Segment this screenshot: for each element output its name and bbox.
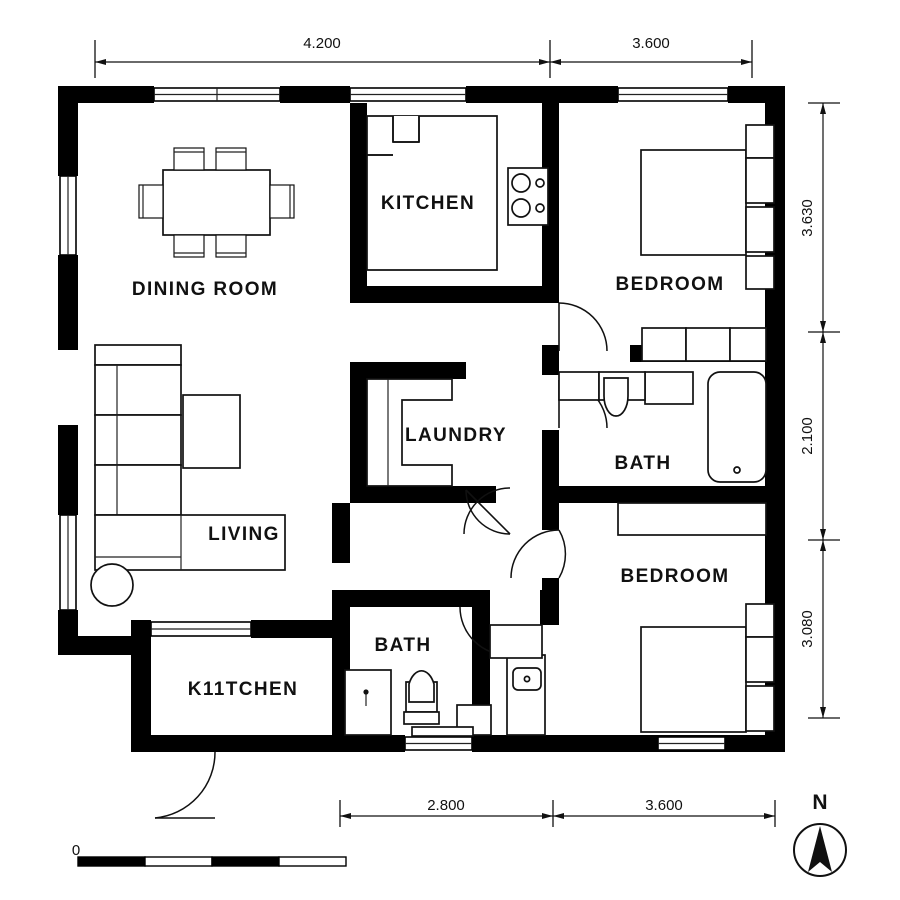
bath-upper-fixtures — [558, 371, 767, 483]
right-dim-3-text: 3.080 — [799, 610, 816, 648]
north-arrow: N — [793, 791, 847, 877]
right-dim-2-text: 2.100 — [799, 417, 816, 455]
bottom-dim-1-text: 2.800 — [427, 797, 465, 814]
door-bedroom-upper — [558, 302, 608, 352]
living-furniture — [90, 344, 286, 607]
bedroom-lower-furniture — [617, 502, 775, 733]
top-dimension-chain: 4.200 3.600 — [94, 35, 753, 78]
window-left-upper — [59, 175, 77, 256]
corridor-vanity — [489, 624, 546, 736]
room-label-bath-lower: BATH — [375, 635, 432, 656]
room-label-bedroom-lower: BEDROOM — [620, 566, 729, 587]
room-labels: DINING ROOM KITCHEN BEDROOM LAUNDRY BATH… — [132, 193, 729, 700]
bottom-dim-2-text: 3.600 — [645, 797, 683, 814]
room-label-laundry: LAUNDRY — [405, 425, 507, 446]
scale-bar-origin-label: 0 — [72, 842, 80, 859]
room-label-kitchen-lower: K11TCHEN — [188, 679, 298, 700]
right-dim-1-text: 3.630 — [799, 199, 816, 237]
bottom-dimension-chain: 2.800 3.600 — [339, 797, 776, 827]
north-arrow-label: N — [812, 791, 827, 814]
window-top-bedroom — [617, 87, 729, 102]
door-hall-upper — [463, 487, 511, 535]
dining-table-set — [138, 147, 295, 258]
bedroom-upper-furniture — [640, 124, 775, 362]
window-top-dining — [153, 87, 281, 102]
kitchen-upper-fixtures — [366, 115, 549, 271]
door-laundry — [465, 489, 511, 535]
right-dimension-chain: 3.630 2.100 3.080 — [799, 102, 840, 719]
window-left-lower — [59, 514, 77, 611]
window-top-kitchen — [349, 87, 467, 102]
room-label-kitchen-upper: KITCHEN — [381, 193, 475, 214]
bath-lower-fixtures — [344, 669, 492, 737]
window-bottom-bedroom — [657, 736, 726, 751]
top-dim-2-text: 3.600 — [632, 35, 670, 52]
door-bedroom-lower — [510, 529, 567, 579]
room-label-dining-room: DINING ROOM — [132, 279, 278, 300]
window-bottom-bath — [404, 736, 473, 751]
window-living-bottom — [150, 621, 252, 637]
top-dim-1-text: 4.200 — [303, 35, 341, 52]
door-main-entry — [154, 751, 216, 819]
laundry-fixtures — [366, 378, 453, 487]
scale-bar: 0 — [72, 842, 347, 867]
room-label-living: LIVING — [208, 524, 280, 545]
room-label-bath-upper: BATH — [615, 453, 672, 474]
room-label-bedroom-upper: BEDROOM — [615, 274, 724, 295]
